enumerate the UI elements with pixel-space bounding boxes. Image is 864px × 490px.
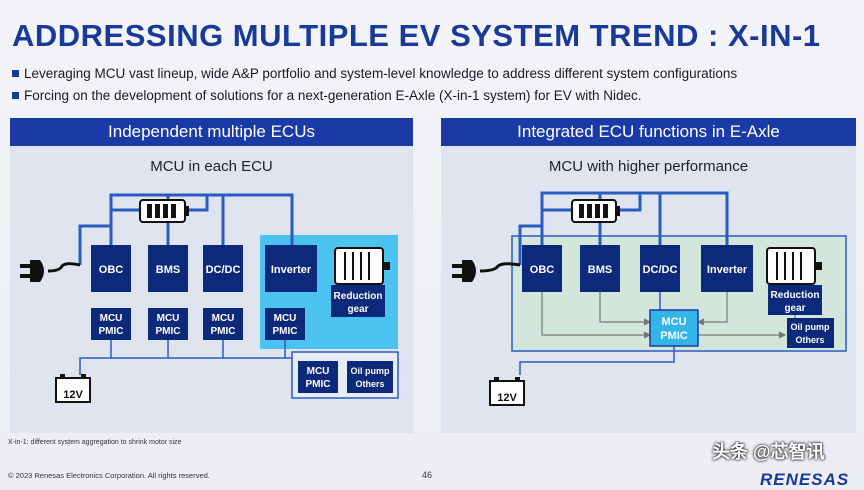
left-mcu-bms: MCU PMIC: [148, 308, 188, 340]
right-oilpump-block: Oil pump Others: [787, 318, 834, 348]
copyright: © 2023 Renesas Electronics Corporation. …: [8, 471, 210, 480]
left-reduction-label-2: gear: [347, 304, 368, 315]
pmic-label: PMIC: [211, 326, 236, 337]
right-bms-block: BMS: [580, 245, 620, 292]
left-inverter-label: Inverter: [271, 264, 312, 276]
right-hv-bus-lines: [518, 191, 729, 265]
right-lv-line: [519, 346, 675, 375]
oilpump-label: Oil pump: [791, 322, 830, 332]
page-number: 46: [422, 470, 433, 480]
renesas-logo: RENESAS: [760, 470, 850, 489]
left-mcu-oilpump: MCU PMIC: [298, 361, 338, 393]
mcu-label: MCU: [157, 313, 180, 324]
bullet-marker-icon: [12, 70, 19, 77]
left-battery-label: 12V: [63, 389, 83, 401]
left-inverter-block: Inverter: [265, 245, 317, 292]
others-label: Others: [795, 335, 824, 345]
right-reduction-label-2: gear: [784, 303, 805, 314]
left-obc-label: OBC: [99, 264, 124, 276]
left-motor-icon: [334, 247, 390, 285]
right-reduction-gear-block: Reduction gear: [768, 285, 822, 315]
right-reduction-label-1: Reduction: [771, 290, 820, 301]
watermark: 头条 @芯智讯: [712, 442, 825, 462]
right-mcu-integrated: MCU PMIC: [649, 309, 699, 347]
left-mcu-inverter: MCU PMIC: [265, 308, 305, 340]
right-battery-label: 12V: [497, 392, 517, 404]
right-dcdc-label: DC/DC: [643, 264, 678, 276]
pmic-label: PMIC: [306, 379, 331, 390]
pmic-label: PMIC: [273, 326, 298, 337]
left-dcdc-label: DC/DC: [206, 264, 241, 276]
bullet-text-2: Forcing on the development of solutions …: [24, 88, 642, 103]
page-title: ADDRESSING MULTIPLE EV SYSTEM TREND : X-…: [12, 18, 821, 53]
left-charger-plug-icon: [20, 260, 81, 282]
right-inverter-block: Inverter: [701, 245, 753, 292]
right-bms-label: BMS: [588, 264, 612, 276]
pmic-label: PMIC: [660, 330, 688, 342]
left-dcdc-block: DC/DC: [203, 245, 243, 292]
left-bms-block: BMS: [148, 245, 188, 292]
right-obc-label: OBC: [530, 264, 555, 276]
left-obc-block: OBC: [91, 245, 131, 292]
left-mcu-obc: MCU PMIC: [91, 308, 131, 340]
left-12v-battery-icon: 12V: [55, 374, 91, 403]
right-12v-battery-icon: 12V: [489, 377, 525, 406]
mcu-label: MCU: [307, 366, 330, 377]
left-mcu-dcdc: MCU PMIC: [203, 308, 243, 340]
footnote: X-in-1: different system aggregation to …: [8, 439, 182, 446]
left-panel-header: Independent multiple ECUs: [10, 118, 413, 146]
pmic-label: PMIC: [99, 326, 124, 337]
right-inverter-label: Inverter: [707, 264, 748, 276]
left-reduction-gear-block: Reduction gear: [331, 285, 385, 317]
left-bms-label: BMS: [156, 264, 180, 276]
right-hv-battery-icon: [571, 199, 620, 223]
right-panel-subtitle: MCU with higher performance: [548, 158, 749, 175]
right-charger-plug-icon: [452, 260, 521, 282]
right-obc-block: OBC: [522, 245, 562, 292]
mcu-label: MCU: [100, 313, 123, 324]
right-dcdc-block: DC/DC: [640, 245, 680, 292]
pmic-label: PMIC: [156, 326, 181, 337]
left-oilpump-block: Oil pump Others: [347, 361, 393, 393]
mcu-label: MCU: [212, 313, 235, 324]
oilpump-label: Oil pump: [351, 366, 390, 376]
right-motor-icon: [766, 247, 822, 285]
right-panel-header: Integrated ECU functions in E-Axle: [441, 118, 856, 146]
others-label: Others: [355, 379, 384, 389]
bullet-text-1: Leveraging MCU vast lineup, wide A&P por…: [24, 66, 738, 81]
left-lv-lines: [79, 340, 300, 375]
bullet-2: Forcing on the development of solutions …: [12, 88, 642, 103]
bullet-marker-icon: [12, 92, 19, 99]
left-panel-subtitle: MCU in each ECU: [150, 158, 273, 175]
mcu-label: MCU: [661, 316, 686, 328]
left-reduction-label-1: Reduction: [334, 291, 383, 302]
left-hv-battery-icon: [139, 199, 189, 223]
mcu-label: MCU: [274, 313, 297, 324]
bullet-1: Leveraging MCU vast lineup, wide A&P por…: [12, 66, 737, 81]
